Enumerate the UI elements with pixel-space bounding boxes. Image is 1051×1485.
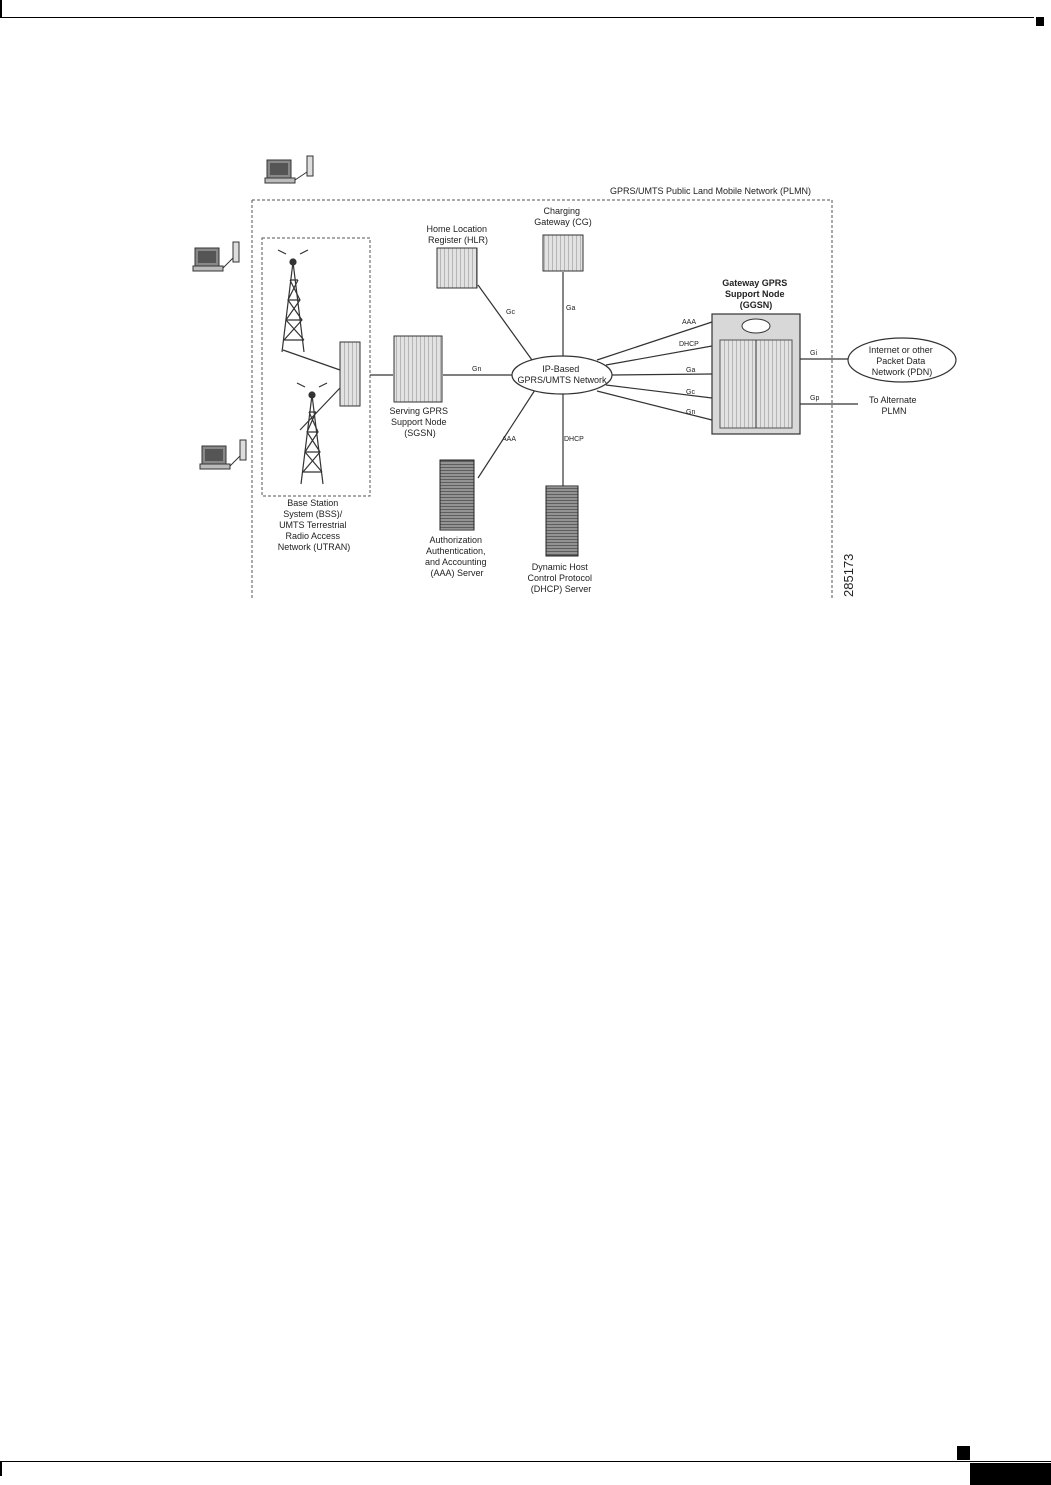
laptop-icon [264, 155, 314, 184]
sgsn-rack-icon [393, 335, 443, 403]
pdn-label: Internet or other Packet Data Network (P… [869, 345, 936, 377]
plmn-boundary [251, 199, 833, 600]
antenna-tower-icon [296, 382, 328, 485]
plmn-title: GPRS/UMTS Public Land Mobile Network (PL… [610, 186, 811, 196]
charging-gateway-icon [542, 234, 584, 272]
page-number-tab [970, 1463, 1051, 1485]
ggsn-label: Gateway GPRS Support Node (GGSN) [722, 278, 790, 310]
interface-label-gp: Gp [810, 395, 819, 402]
interface-label-ggsn-dhcp: DHCP [679, 341, 699, 348]
interface-label-ggsn-gc: Gc [686, 389, 695, 396]
interface-label-ggsn-aaa: AAA [682, 319, 696, 326]
aaa-server-icon [439, 459, 475, 531]
pdn-cloud [847, 337, 957, 383]
hlr-label: Home Location Register (HLR) [426, 224, 489, 245]
interface-label-dhcp: DHCP [564, 436, 584, 443]
cg-label: Charging Gateway (CG) [534, 206, 592, 227]
interface-label-ga: Ga [566, 305, 575, 312]
antenna-tower-icon [277, 249, 309, 353]
laptop-icon [192, 241, 240, 272]
bss-utran-label: Base Station System (BSS)/ UMTS Terrestr… [278, 498, 351, 552]
interface-label-gc: Gc [506, 309, 515, 316]
bsc-rack-icon [339, 341, 361, 407]
alternate-plmn-label: To Alternate PLMN [869, 395, 919, 416]
bss-boundary [261, 237, 371, 497]
aaa-server-label: Authorization Authentication, and Accoun… [425, 535, 489, 578]
ip-network-label: IP-Based GPRS/UMTS Network [517, 364, 607, 385]
connection-lines [282, 272, 858, 486]
ip-network-cloud [511, 355, 613, 395]
ggsn-chassis-icon [711, 313, 801, 435]
gprs-network-diagram: GPRS/UMTS Public Land Mobile Network (PL… [192, 155, 957, 600]
interface-label-gi: Gi [810, 350, 817, 357]
interface-label-ggsn-ga: Ga [686, 367, 695, 374]
header-corner-mark [1036, 17, 1044, 26]
dhcp-server-label: Dynamic Host Control Protocol (DHCP) Ser… [527, 562, 594, 594]
interface-label-aaa: AAA [502, 436, 516, 443]
footer-marker [957, 1446, 970, 1460]
footer-left-tick [0, 1461, 2, 1476]
header-rule [0, 17, 1034, 18]
header-left-tick [0, 0, 2, 17]
figure-id: 285173 [841, 554, 856, 597]
interface-label-ggsn-gn: Gn [686, 409, 695, 416]
sgsn-label: Serving GPRS Support Node (SGSN) [389, 406, 450, 438]
interface-label-gn: Gn [472, 366, 481, 373]
hlr-rack-icon [436, 247, 478, 289]
laptop-icon [199, 439, 247, 470]
footer-rule [0, 1461, 1051, 1462]
dhcp-server-icon [545, 485, 579, 557]
